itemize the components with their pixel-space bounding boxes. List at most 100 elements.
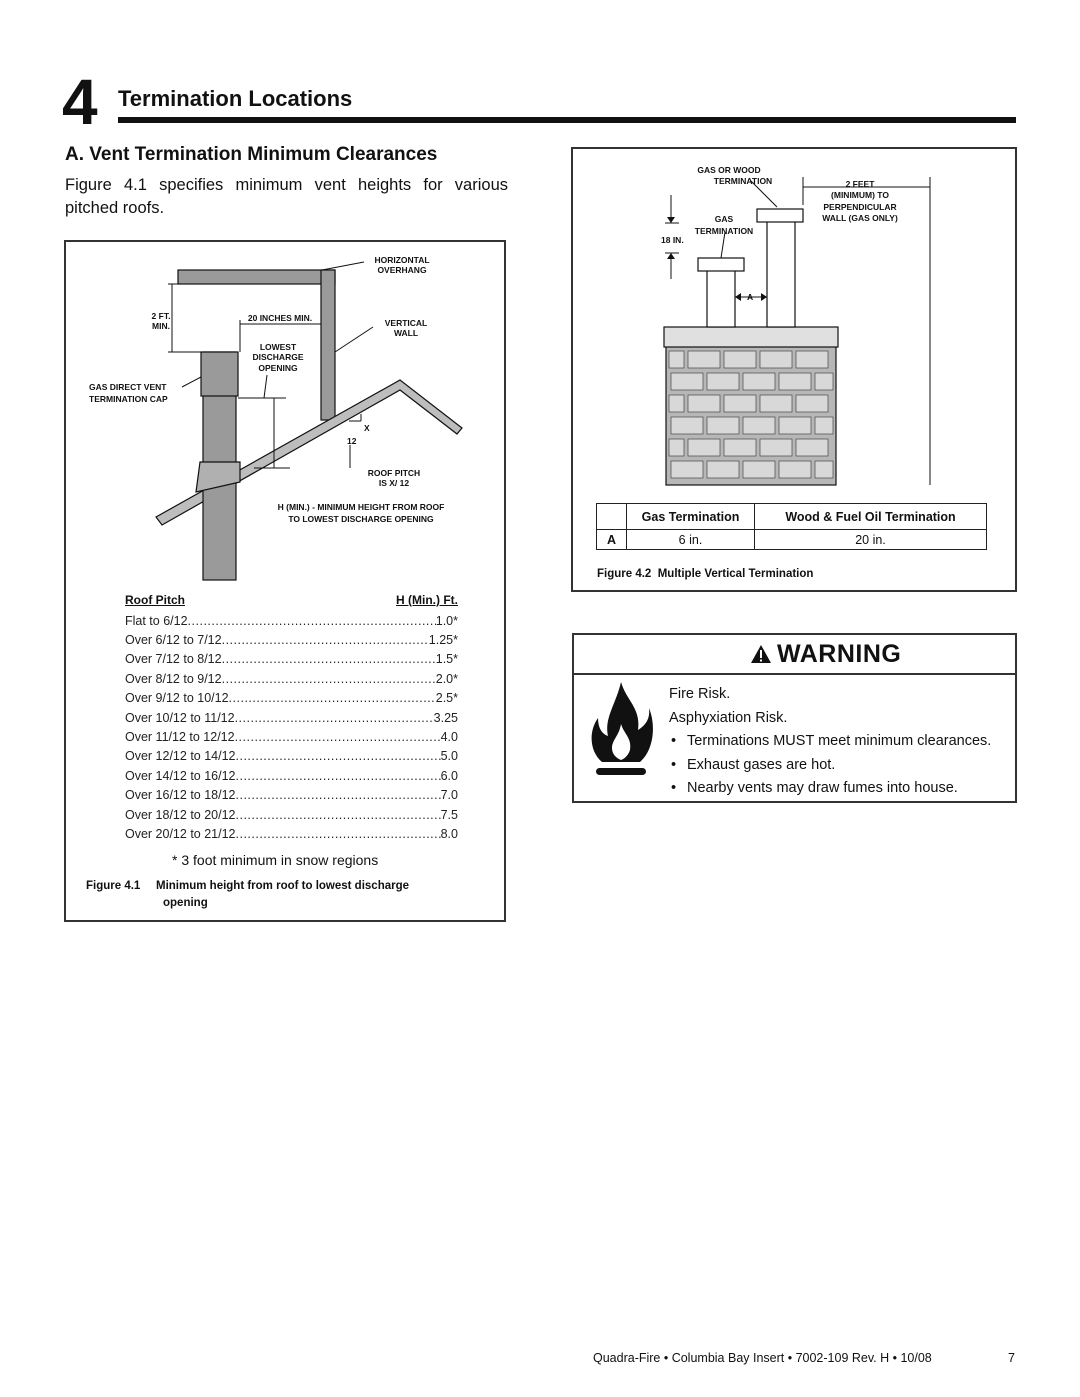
section-title: Termination Locations — [118, 86, 353, 111]
label-lowest: LOWEST — [260, 342, 297, 352]
pitch-table: Flat to 6/121.0* Over 6/12 to 7/12 1.25* Ov… — [125, 611, 458, 844]
label-roof-pitch-2: IS X/ 12 — [379, 478, 410, 488]
roof-pitch-value: Over 8/12 to 9/12 — [125, 671, 222, 686]
brick — [668, 438, 685, 457]
brick — [759, 350, 793, 369]
brick — [687, 350, 721, 369]
label-h-min: H (MIN.) - MINIMUM HEIGHT FROM ROOF — [278, 502, 445, 512]
table-row: Flat to 6/121.0* — [125, 611, 458, 630]
min-height-value: 2.5* — [435, 691, 458, 706]
label-cap: GAS DIRECT VENT — [89, 382, 167, 392]
brick — [706, 416, 740, 435]
min-height-value: 3.25 — [433, 710, 458, 725]
figure-4-1-caption-text: Minimum height from roof to lowest disch… — [156, 880, 410, 892]
figure-4-1-caption: Figure 4.1 Minimum height from roof to lo… — [86, 878, 486, 912]
label-2ft: 2 FT. — [152, 311, 171, 321]
page-number: 7 — [1008, 1351, 1015, 1365]
brick — [670, 372, 704, 391]
table-row: Over 9/12 to 10/12 2.5* — [125, 689, 458, 708]
roof-pitch-value: Over 6/12 to 7/12 — [125, 633, 222, 648]
brick — [668, 394, 685, 413]
brick — [814, 372, 834, 391]
brick — [759, 438, 793, 457]
leader-dots — [236, 788, 441, 802]
brick — [795, 438, 829, 457]
table-row: Over 16/12 to 18/127.0 — [125, 786, 458, 805]
warning-bullet: Exhaust gases are hot. — [669, 754, 991, 778]
brick — [670, 416, 704, 435]
figure-4-2-number: Figure 4.2 — [597, 568, 652, 580]
roof-pitch-value: Over 12/12 to 14/12 — [125, 749, 236, 764]
label-2-feet-4: WALL (GAS ONLY) — [822, 213, 898, 223]
figure-4-1-box — [64, 240, 506, 922]
leader-dots — [222, 652, 436, 666]
warning-bullet: Terminations MUST meet minimum clearance… — [669, 730, 991, 754]
label-vertical-wall-2: WALL — [394, 328, 418, 338]
wood-oil-termination-header: Wood & Fuel Oil Termination — [754, 503, 987, 530]
warning-line-fire: Fire Risk. — [669, 686, 731, 702]
label-2-feet: 2 FEET — [846, 179, 876, 189]
min-height-value: 1.25* — [428, 633, 458, 648]
roof-pitch-value: Over 9/12 to 10/12 — [125, 691, 229, 706]
min-height-value: 1.5* — [435, 652, 458, 667]
min-height-value: 5.0 — [440, 749, 458, 764]
table-row: Over 20/12 to 21/128.0 — [125, 824, 458, 843]
snow-note: * 3 foot minimum in snow regions — [172, 852, 379, 868]
gas-clearance-value: 6 in. — [626, 529, 755, 550]
min-height-value: 4.0 — [440, 730, 458, 745]
warning-triangle-icon — [751, 645, 771, 663]
brick — [778, 416, 812, 435]
row-label: A — [596, 529, 627, 550]
roof-pitch-value: Over 18/12 to 20/12 — [125, 807, 236, 822]
label-a: A — [747, 292, 753, 302]
figure-4-1-number: Figure 4.1 — [86, 880, 141, 892]
figure-4-2-diagram: GAS OR WOOD TERMINATION 2 FEET (MINIMUM)… — [661, 165, 931, 486]
label-20-inches: 20 INCHES MIN. — [248, 313, 312, 323]
min-height-value: 7.0 — [440, 788, 458, 803]
label-roof-pitch: ROOF PITCH — [368, 468, 420, 478]
leader-dots — [236, 827, 441, 841]
brick — [723, 350, 757, 369]
label-gas-or-wood: GAS OR WOOD — [697, 165, 760, 175]
leader-dots — [188, 614, 436, 628]
pitch-column-header: Roof Pitch — [125, 593, 185, 607]
min-height-value: 2.0* — [435, 671, 458, 686]
brick — [687, 438, 721, 457]
label-opening: OPENING — [258, 363, 298, 373]
warning-bullet: Nearby vents may draw fumes into house. — [669, 777, 991, 801]
brick — [795, 394, 829, 413]
leader-dots — [235, 711, 434, 725]
brick — [759, 394, 793, 413]
brick — [814, 460, 834, 479]
clearance-table-corner — [596, 503, 627, 530]
roof-pitch-value: Over 14/12 to 16/12 — [125, 768, 236, 783]
min-height-value: 8.0 — [440, 826, 458, 841]
label-gas-termination: TERMINATION — [695, 226, 753, 236]
warning-line-asphyxiation: Asphyxiation Risk. — [669, 709, 788, 726]
brick-pattern — [668, 350, 834, 479]
leader-dots — [236, 749, 441, 763]
brick — [706, 460, 740, 479]
brick — [723, 394, 757, 413]
figure-4-2-caption: Figure 4.2 Multiple Vertical Termination — [597, 568, 813, 580]
brick — [670, 460, 704, 479]
brick — [723, 438, 757, 457]
subsection-title: A. Vent Termination Minimum Clearances — [65, 144, 438, 165]
brick — [687, 394, 721, 413]
roof-pitch-value: Over 10/12 to 11/12 — [125, 710, 235, 725]
intro-paragraph: Figure 4.1 specifies minimum vent height… — [65, 176, 508, 217]
warning-title: WARNING — [777, 640, 902, 668]
table-row: Over 7/12 to 8/12 1.5* — [125, 650, 458, 669]
figure-4-1-diagram: HORIZONTAL OVERHANG 2 FT. MIN. 20 INCHES… — [89, 255, 463, 581]
leader-dots — [235, 730, 441, 744]
label-2-feet-2: (MINIMUM) TO — [831, 190, 889, 200]
leader-dots — [229, 691, 436, 705]
roof-pitch-value: Over 7/12 to 8/12 — [125, 652, 222, 667]
label-horizontal-overhang: HORIZONTAL — [374, 255, 429, 265]
section-number: 4 — [62, 66, 98, 138]
label-min: MIN. — [152, 321, 170, 331]
leader-dots — [236, 769, 441, 783]
label-vertical-wall: VERTICAL — [385, 318, 428, 328]
label-12: 12 — [347, 436, 357, 446]
brick — [778, 460, 812, 479]
